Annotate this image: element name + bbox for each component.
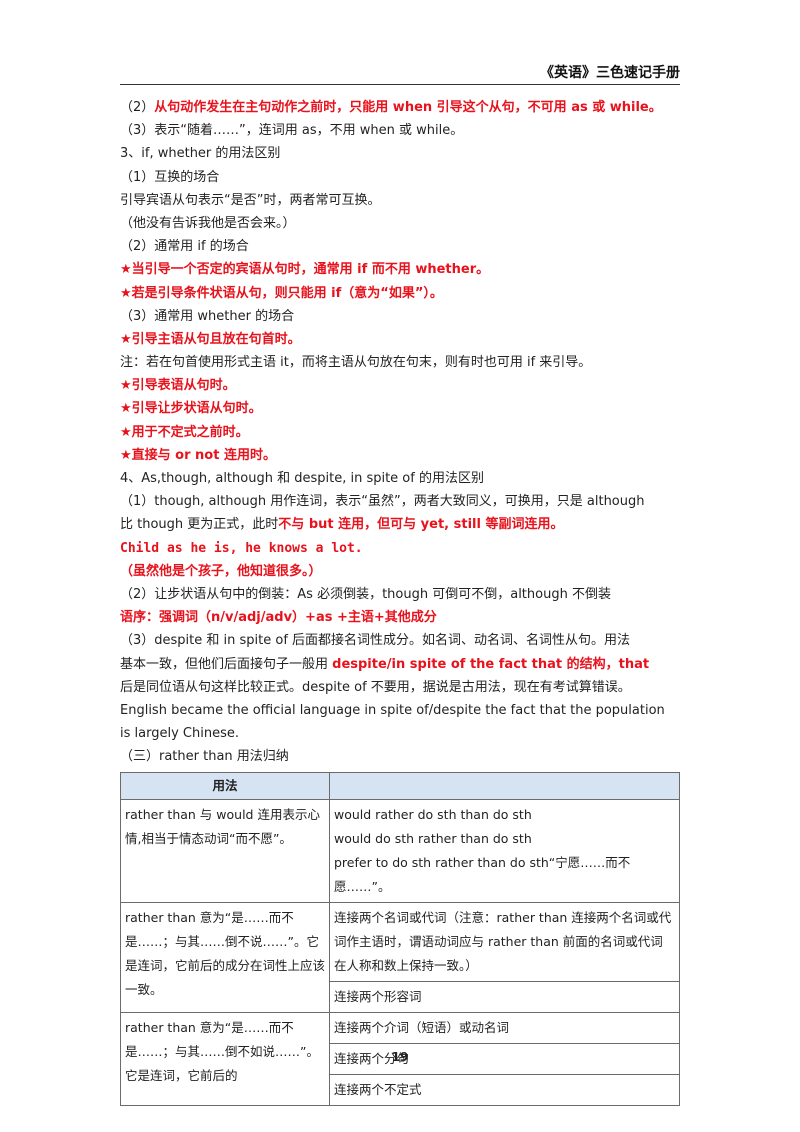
body-text: 后是同位语从句这样比较正式。despite of 不要用，据说是古用法，现在有考…	[120, 679, 631, 695]
text-line: 4、As,though, although 和 despite, in spit…	[120, 467, 682, 490]
table-cell-usage: rather than 意为“是……而不是……；与其……倒不说……”。它是连词，…	[120, 902, 330, 1014]
table-cell-example: 连接两个不定式	[329, 1074, 680, 1107]
text-line: 后是同位语从句这样比较正式。despite of 不要用，据说是古用法，现在有考…	[120, 676, 682, 699]
body-text: （2）让步状语从句中的倒装：As 必须倒装，though 可倒可不倒，altho…	[120, 586, 611, 602]
text-line: ★当引导一个否定的宾语从句时，通常用 if 而不用 whether。	[120, 258, 682, 281]
highlight-text: ★直接与 or not 连用时。	[120, 447, 276, 463]
table-cell-example: 连接两个形容词	[329, 981, 680, 1014]
text-line: （3）despite 和 in spite of 后面都接名词性成分。如名词、动…	[120, 629, 682, 652]
body-text: （他没有告诉我他是否会来。）	[120, 215, 296, 231]
page-header-title: 《英语》三色速记手册	[540, 65, 680, 81]
highlight-text: （虽然他是个孩子，他知道很多。）	[120, 563, 322, 579]
table-row: rather than 与 would 连用表示心情,相当于情态动词“而不愿”。…	[120, 799, 680, 904]
example-line: would rather do sth than do sth	[334, 807, 532, 823]
text-line: ★引导让步状语从句时。	[120, 397, 682, 420]
table-header-blank	[329, 772, 680, 801]
body-text: is largely Chinese.	[120, 726, 239, 742]
body-text: （2）	[120, 100, 155, 115]
text-line: （他没有告诉我他是否会来。）	[120, 212, 682, 235]
table-row: 连接两个不定式	[121, 1074, 680, 1107]
table-header-usage: 用法	[120, 772, 330, 801]
body-text: （3）despite 和 in spite of 后面都接名词性成分。如名词、动…	[120, 633, 631, 649]
body-text: 基本一致，但他们后面接句子一般用	[120, 656, 333, 672]
highlight-text: despite/in spite of the fact that 的结构，th…	[332, 656, 650, 672]
text-line: （3）表示“随着……”，连词用 as，不用 when 或 while。	[120, 119, 682, 142]
body-text: 4、As,though, although 和 despite, in spit…	[120, 471, 484, 486]
highlight-text: 不与 but 连用，但可与 yet, still 等副词连用。	[278, 517, 564, 533]
highlight-text: 语序：强调词（n/v/adj/adv）+as +主语+其他成分	[120, 610, 437, 626]
header-divider	[120, 84, 680, 85]
body-text: （1）though, although 用作连词，表示“虽然”，两者大致同义，可…	[120, 494, 645, 510]
text-line: （2）从句动作发生在主句动作之前时，只能用 when 引导这个从句，不可用 as…	[120, 96, 682, 119]
table-cell-usage: rather than 意为“是……而不是……；与其……倒不如说……”。它是连词…	[120, 1012, 330, 1107]
body-text: 注：若在句首使用形式主语 it，而将主语从句放在句末，则有时也可用 if 来引导…	[120, 355, 592, 371]
text-line: ★引导表语从句时。	[120, 374, 682, 397]
text-line: ★用于不定式之前时。	[120, 421, 682, 444]
body-text: （2）通常用 if 的场合	[120, 239, 249, 255]
text-line: （虽然他是个孩子，他知道很多。）	[120, 560, 682, 583]
table-cell-example: 连接两个介词（短语）或动名词	[329, 1012, 680, 1045]
table-cell-example: 连接两个分句	[329, 1043, 680, 1076]
example-line: would do sth rather than do sth	[334, 831, 532, 847]
text-line: 比 though 更为正式，此时不与 but 连用，但可与 yet, still…	[120, 513, 682, 536]
body-text: 3、if, whether 的用法区别	[120, 146, 281, 162]
text-line: （1）though, although 用作连词，表示“虽然”，两者大致同义，可…	[120, 490, 682, 513]
highlight-text: ★引导主语从句且放在句首时。	[120, 331, 301, 347]
text-line: ★直接与 or not 连用时。	[120, 444, 682, 467]
text-line: English became the official language in …	[120, 699, 682, 722]
highlight-text: Child as he is, he knows a lot.	[120, 540, 363, 556]
highlight-text: 从句动作发生在主句动作之前时，只能用 when 引导这个从句，不可用 as 或 …	[154, 100, 662, 115]
table-cell-example: 连接两个名词或代词（注意：rather than 连接两个名词或代词作主语时，谓…	[329, 902, 680, 983]
table-row: 连接两个分句	[121, 1043, 680, 1076]
table-cell-usage: rather than 与 would 连用表示心情,相当于情态动词“而不愿”。	[120, 799, 330, 904]
text-line: is largely Chinese.	[120, 722, 682, 745]
document-body: （2）从句动作发生在主句动作之前时，只能用 when 引导这个从句，不可用 as…	[120, 96, 682, 1107]
highlight-text: ★用于不定式之前时。	[120, 424, 249, 440]
body-text: 引导宾语从句表示“是否”时，两者常可互换。	[120, 192, 381, 208]
highlight-text: ★引导让步状语从句时。	[120, 401, 262, 417]
body-text: （三）rather than 用法归纳	[120, 749, 289, 765]
text-line: （2）通常用 if 的场合	[120, 235, 682, 258]
body-text: 比 though 更为正式，此时	[120, 517, 279, 533]
text-line: （1）互换的场合	[120, 166, 682, 189]
body-text: （3）表示“随着……”，连词用 as，不用 when 或 while。	[120, 123, 464, 139]
body-text: （1）互换的场合	[120, 169, 220, 185]
text-lines: （2）从句动作发生在主句动作之前时，只能用 when 引导这个从句，不可用 as…	[120, 96, 682, 768]
text-line: Child as he is, he knows a lot.	[120, 537, 682, 560]
highlight-text: ★引导表语从句时。	[120, 378, 236, 394]
page-number: 19	[391, 1050, 409, 1064]
body-text: English became the official language in …	[120, 702, 665, 718]
text-line: （2）让步状语从句中的倒装：As 必须倒装，though 可倒可不倒，altho…	[120, 583, 682, 606]
highlight-text: ★当引导一个否定的宾语从句时，通常用 if 而不用 whether。	[120, 262, 490, 278]
highlight-text: ★若是引导条件状语从句，则只能用 if（意为“如果”）。	[120, 285, 443, 301]
rather-than-table: 用法 rather than 与 would 连用表示心情,相当于情态动词“而不…	[120, 772, 680, 1107]
text-line: ★引导主语从句且放在句首时。	[120, 328, 682, 351]
table-row: rather than 意为“是……而不是……；与其……倒不说……”。它是连词，…	[120, 902, 680, 1014]
text-line: 注：若在句首使用形式主语 it，而将主语从句放在句末，则有时也可用 if 来引导…	[120, 351, 682, 374]
table-header-row: 用法	[120, 772, 680, 801]
example-line: prefer to do sth rather than do sth“宁愿………	[334, 855, 631, 895]
text-line: 3、if, whether 的用法区别	[120, 142, 682, 165]
text-line: 引导宾语从句表示“是否”时，两者常可互换。	[120, 189, 682, 212]
text-line: 语序：强调词（n/v/adj/adv）+as +主语+其他成分	[120, 606, 682, 629]
text-line: （3）通常用 whether 的场合	[120, 305, 682, 328]
table-row: rather than 意为“是……而不是……；与其……倒不如说……”。它是连词…	[120, 1012, 680, 1107]
table-cell-example: would rather do sth than do sth would do…	[329, 799, 680, 904]
text-line: ★若是引导条件状语从句，则只能用 if（意为“如果”）。	[120, 282, 682, 305]
text-line: （三）rather than 用法归纳	[120, 745, 682, 768]
text-line: 基本一致，但他们后面接句子一般用 despite/in spite of the…	[120, 653, 682, 676]
body-text: （3）通常用 whether 的场合	[120, 308, 295, 324]
